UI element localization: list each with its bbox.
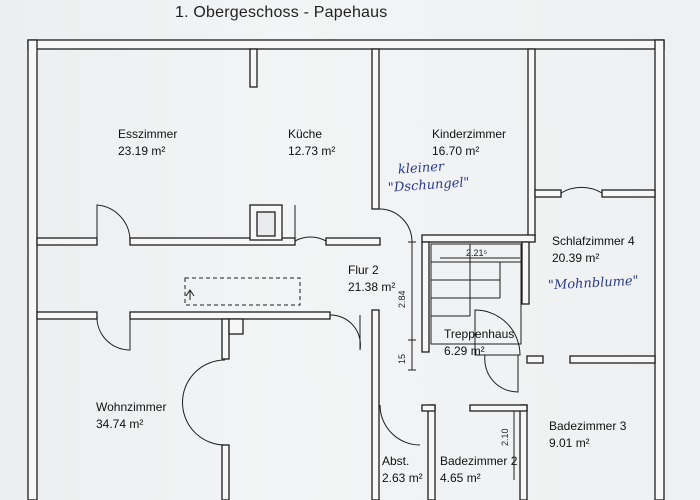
wall-wohn-top-left (36, 311, 98, 320)
note-kleiner: kleiner (397, 159, 445, 178)
wall-wohn-inner-lower (221, 444, 230, 500)
room-abst-name: Abst. (382, 454, 410, 468)
wall-left (27, 39, 38, 500)
room-wohnzimmer-name: Wohnzimmer (96, 400, 167, 414)
room-kueche-area: 12.73 m² (288, 144, 336, 158)
wall-ess-kueche (249, 48, 258, 88)
room-esszimmer-name: Esszimmer (118, 127, 178, 141)
room-flur2-name: Flur 2 (348, 263, 379, 277)
room-badezimmer2-area: 4.65 m² (440, 471, 481, 485)
room-wohnzimmer: Wohnzimmer 34.74 m² (96, 399, 166, 433)
room-badezimmer3-name: Badezimmer 3 (549, 419, 627, 433)
room-abst: Abst. 2.63 m² (382, 453, 423, 487)
door-wohn-inner (182, 359, 226, 446)
wall-schlaf-top-a (534, 189, 562, 198)
wall-schlaf-left (521, 241, 530, 305)
dim-bath-height: 2.10 (500, 428, 510, 446)
wall-wohn-top-right (129, 311, 331, 320)
room-treppenhaus: Treppenhaus 6.29 m² (444, 326, 514, 360)
plan-title: 1. Obergeschoss - Papehaus (175, 4, 388, 21)
room-kinderzimmer-area: 16.70 m² (432, 144, 480, 158)
room-esszimmer: Esszimmer 23.19 m² (118, 126, 177, 160)
room-badezimmer2-name: Badezimmer 2 (440, 454, 518, 468)
door-stair (474, 309, 521, 356)
dim-line-v (408, 241, 416, 371)
room-esszimmer-area: 23.19 m² (118, 144, 166, 158)
room-kinderzimmer: Kinderzimmer 16.70 m² (432, 126, 506, 160)
wall-schlaf-top-b (601, 189, 656, 198)
wall-schlaf-bottom (569, 355, 656, 364)
wall-abst-bath2 (427, 404, 436, 500)
wall-wohn-inner (221, 318, 230, 360)
wall-flur-right-upper (421, 241, 430, 353)
wall-flur-right-lower (371, 309, 380, 500)
room-abst-area: 2.63 m² (382, 471, 423, 485)
dim-stair-height: 2.84 (397, 290, 407, 308)
wall-bath2-bath3 (519, 404, 528, 500)
room-schlafzimmer4-name: Schlafzimmer 4 (552, 234, 635, 248)
room-badezimmer2: Badezimmer 2 4.65 m² (440, 453, 517, 487)
wall-right (654, 39, 665, 500)
wall-bath-top (469, 404, 528, 412)
wall-kinder-schlaf (527, 48, 536, 242)
room-wohnzimmer-area: 34.74 m² (96, 417, 144, 431)
room-kueche: Küche 12.73 m² (288, 126, 335, 160)
wall-wohn-stub (228, 318, 244, 335)
wall-abst-right (421, 404, 436, 412)
wall-kueche-bottom (325, 237, 381, 246)
room-schlafzimmer4: Schlafzimmer 4 20.39 m² (552, 233, 635, 267)
door-wohn (96, 314, 131, 351)
flur-stair-arrow (185, 289, 195, 300)
chimney-inner (256, 211, 276, 237)
wall-kinder-bottom (421, 234, 536, 243)
dim-stair-width: 2.21⁵ (466, 248, 488, 258)
staircase (430, 243, 522, 345)
wall-ess-bottom-right (129, 237, 296, 246)
door-kueche (294, 205, 327, 242)
door-schlaf (560, 186, 603, 194)
room-flur2: Flur 2 21.38 m² (348, 262, 395, 296)
room-schlafzimmer4-area: 20.39 m² (552, 251, 600, 265)
wall-ess-bottom-left (36, 237, 98, 246)
room-treppenhaus-name: Treppenhaus (444, 327, 515, 341)
wall-top (27, 39, 665, 50)
room-kueche-name: Küche (288, 127, 323, 141)
flur-stair-outline (184, 277, 301, 306)
door-abst (379, 404, 421, 446)
room-flur2-area: 21.38 m² (348, 280, 396, 294)
room-badezimmer3-area: 9.01 m² (549, 436, 590, 450)
wall-bath3-top (526, 355, 544, 364)
stair-steps (431, 244, 521, 317)
dim-small-height: 15 (397, 353, 407, 364)
room-treppenhaus-area: 6.29 m² (444, 344, 485, 358)
room-badezimmer3: Badezimmer 3 9.01 m² (549, 418, 626, 452)
door-flur-wohn (329, 314, 361, 351)
door-ess (96, 204, 131, 242)
door-kinder (378, 208, 413, 243)
wall-kueche-kinder (371, 48, 380, 210)
room-kinderzimmer-name: Kinderzimmer (432, 127, 507, 141)
door-stair-lower (484, 354, 519, 393)
